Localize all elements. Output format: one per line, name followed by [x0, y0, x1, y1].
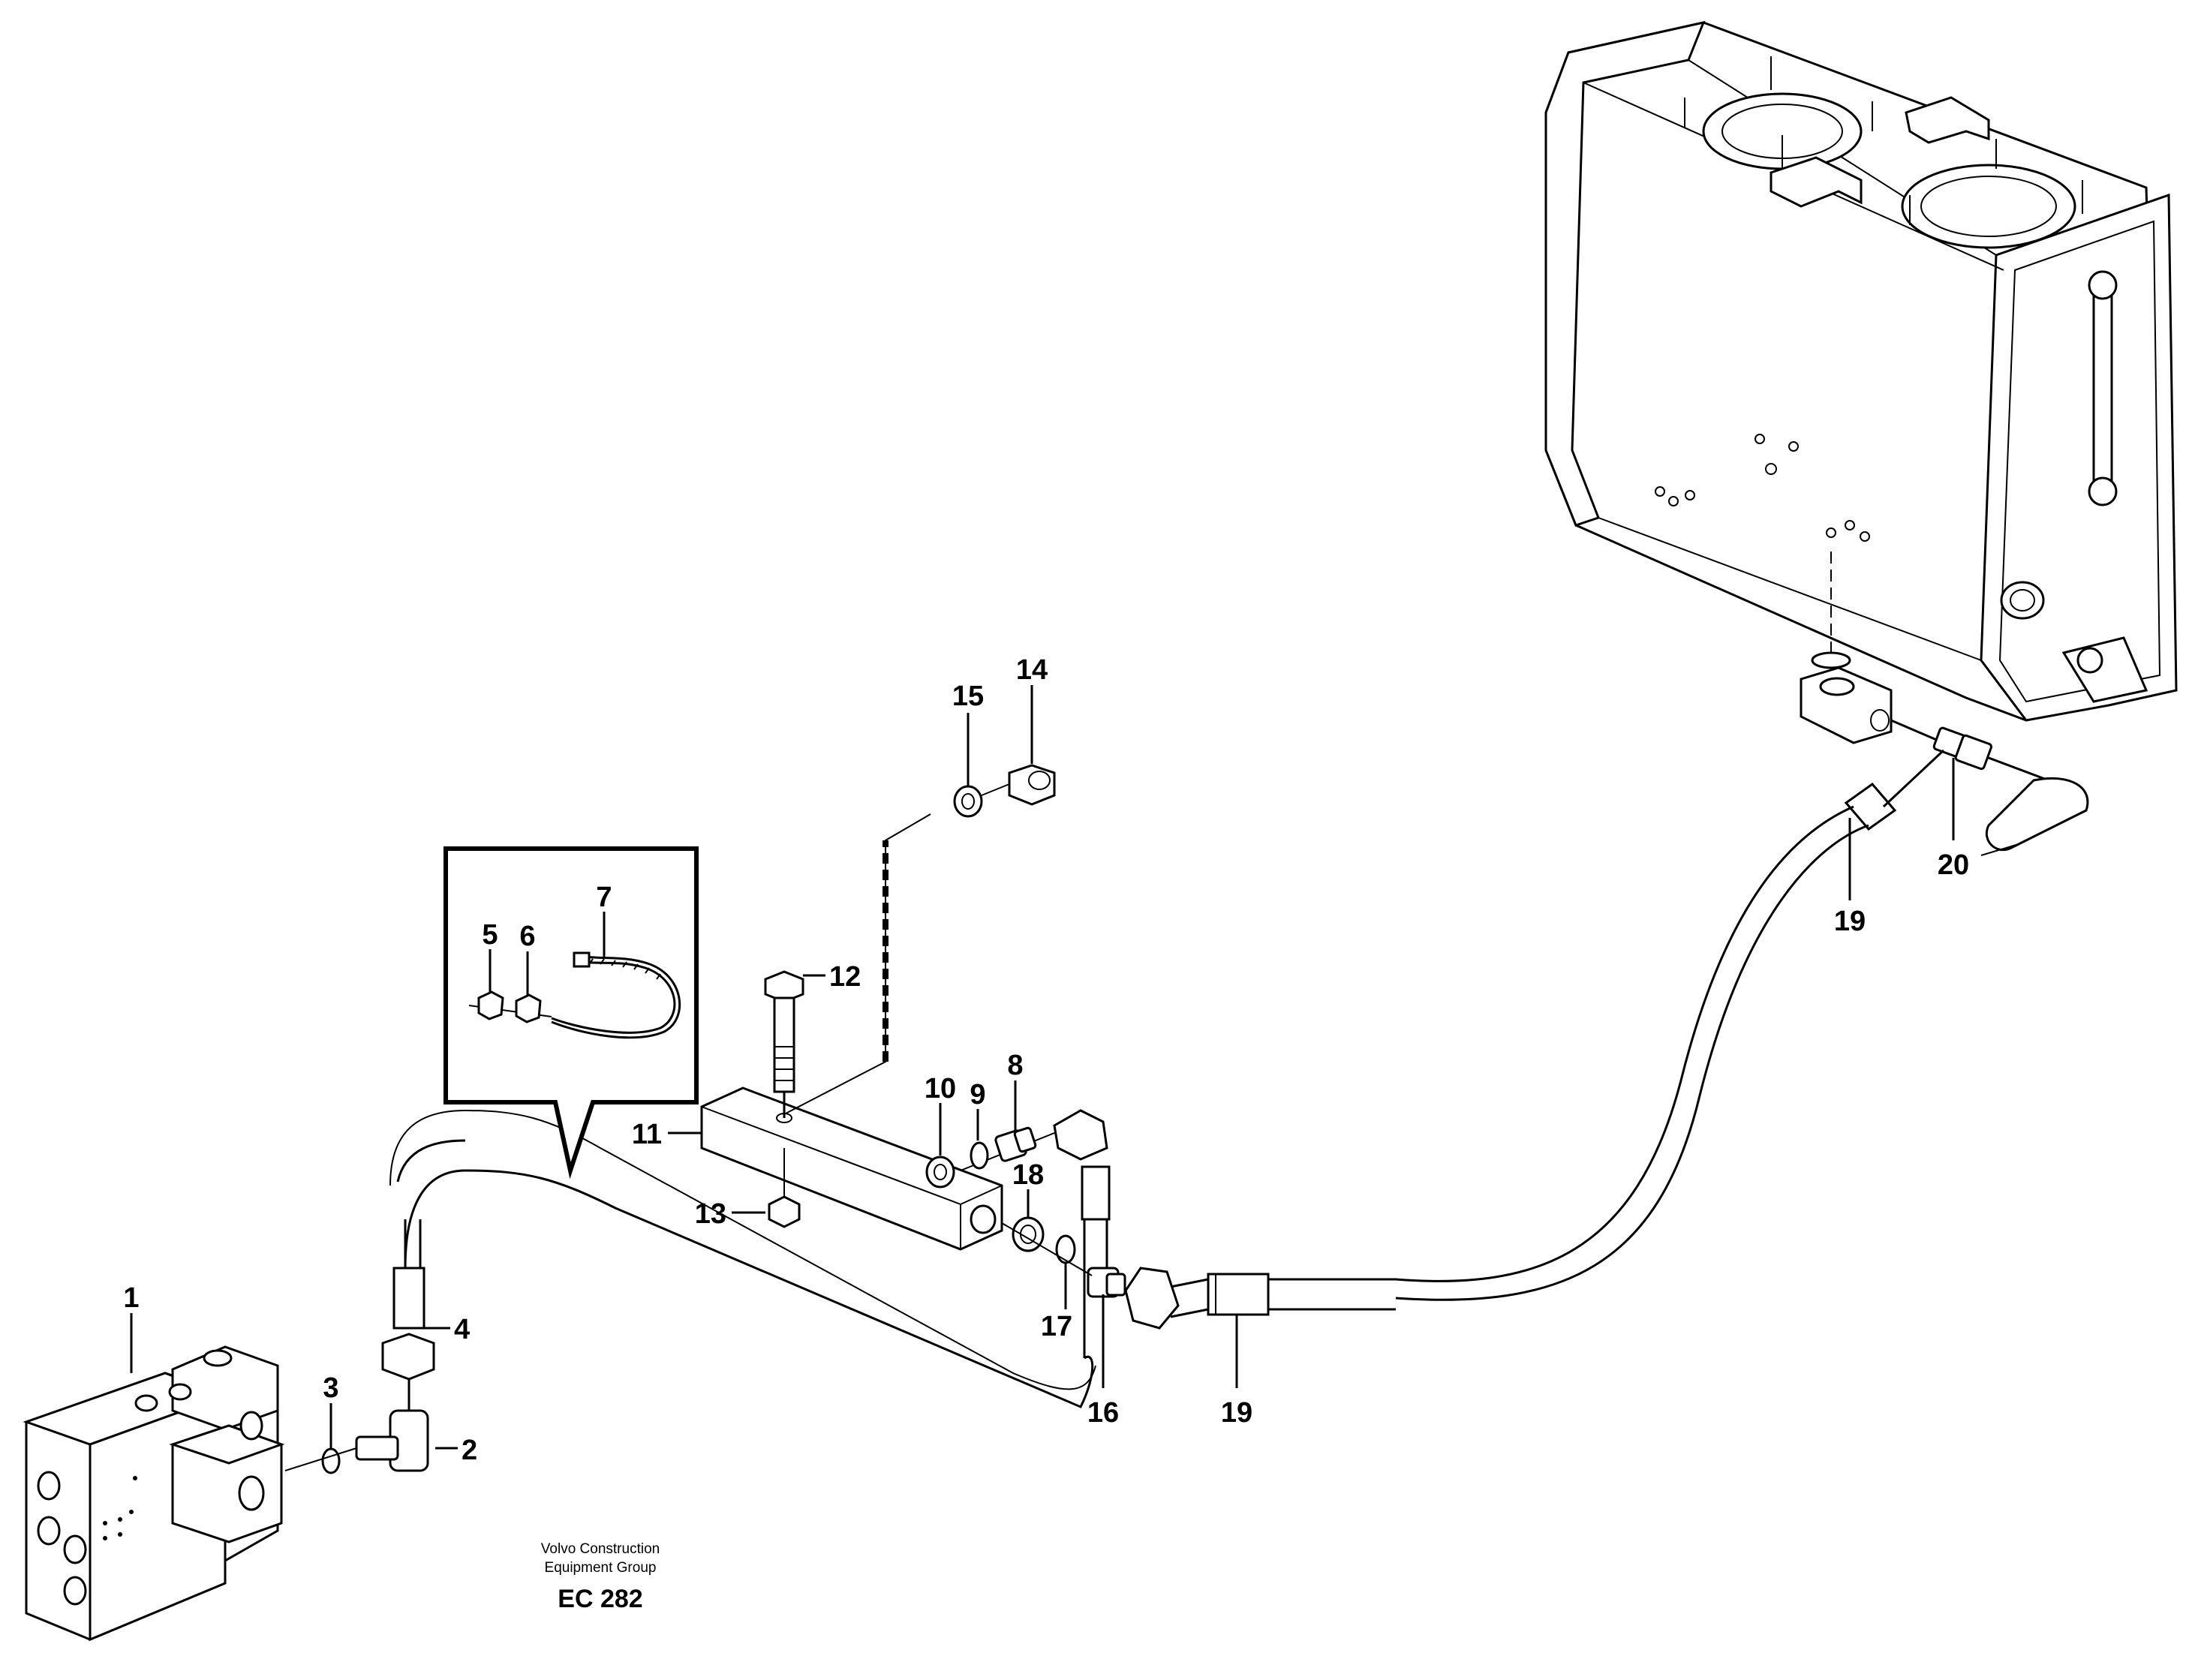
callout-16: 16: [1087, 1397, 1119, 1429]
caption-company-line1: Volvo Construction: [541, 1541, 660, 1557]
callout-12: 12: [829, 961, 861, 993]
callout-11: 11: [632, 1119, 662, 1150]
callout-19-lower: 19: [1221, 1397, 1252, 1429]
leader-lines: [130, 685, 1955, 1450]
callout-labels: 1 2 3 4 5 6 7 8 9 10 11 12 13 14 15 16 1…: [123, 654, 1969, 1466]
callout-18: 18: [1012, 1159, 1044, 1191]
callout-10: 10: [925, 1073, 956, 1104]
callout-6: 6: [519, 921, 535, 952]
distribution-block: [700, 764, 1111, 1358]
callout-17: 17: [1041, 1311, 1072, 1342]
caption: Volvo Construction Equipment Group EC 28…: [541, 1541, 660, 1613]
caption-drawing-code: EC 282: [558, 1585, 642, 1613]
callout-5: 5: [482, 919, 498, 951]
hose-sensor: [284, 1109, 1096, 1474]
callout-14: 14: [1016, 654, 1048, 686]
callout-8: 8: [1007, 1050, 1023, 1081]
callout-2: 2: [462, 1435, 477, 1466]
callout-1: 1: [123, 1282, 139, 1314]
callout-13: 13: [695, 1198, 726, 1230]
hydraulic-tank: [1544, 20, 2178, 856]
callout-7: 7: [596, 882, 612, 913]
callout-15: 15: [952, 681, 984, 712]
caption-company-line2: Equipment Group: [545, 1560, 657, 1576]
callout-3: 3: [323, 1372, 338, 1404]
callout-9: 9: [970, 1079, 985, 1110]
callout-20: 20: [1938, 849, 1969, 881]
hose-long: [1012, 805, 1869, 1330]
callout-4: 4: [454, 1314, 470, 1345]
detail-inset: [444, 846, 699, 1180]
callout-19-upper: 19: [1834, 906, 1866, 937]
valve-block: [23, 1345, 285, 1642]
